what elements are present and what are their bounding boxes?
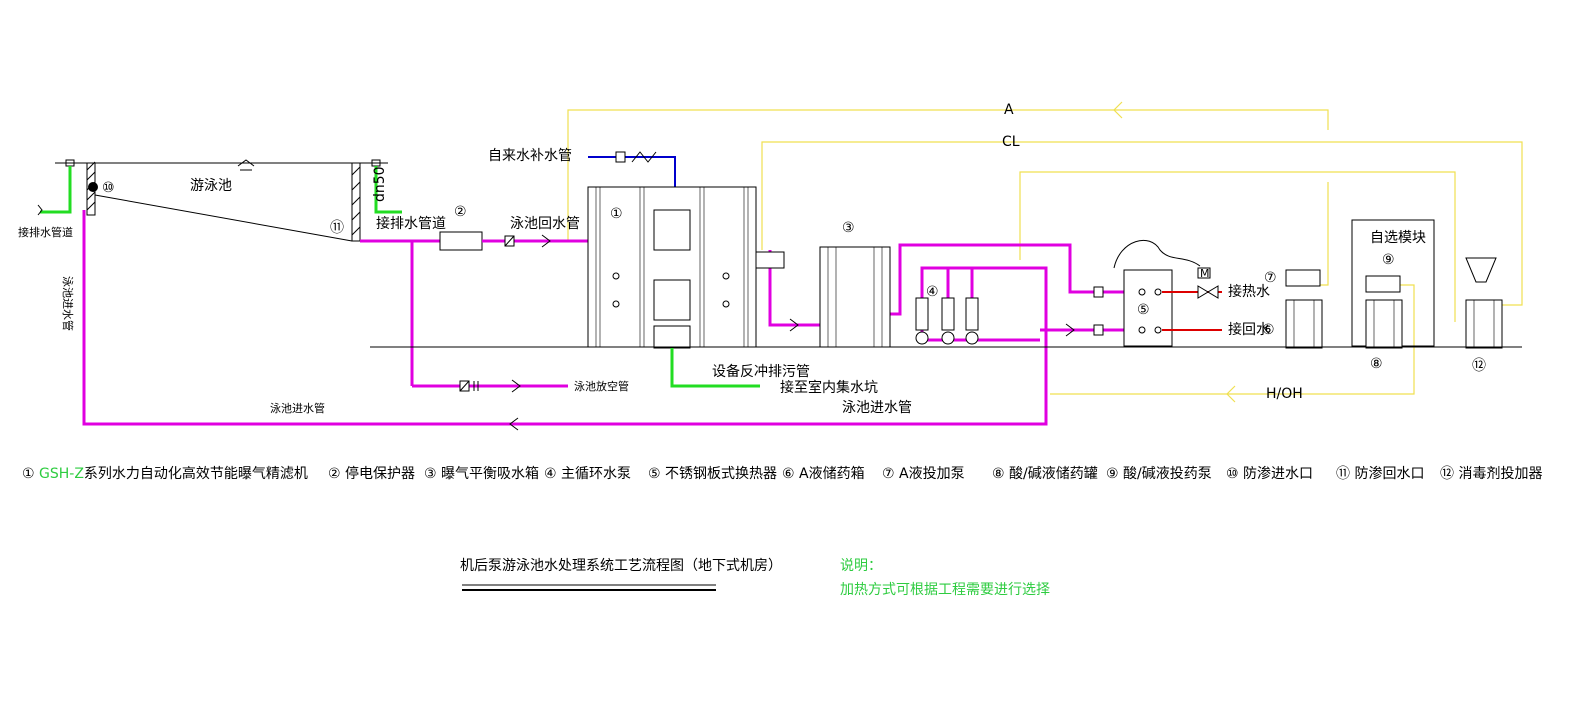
drain-pipe-label: 接排水管道 [376,215,446,232]
pipe-labels: 接排水管道 ② 泳池回水管 泳池放空管 泳池进水管 泳池进水管 泳池进水管 A … [61,102,1303,416]
pool-label: 游泳池 [190,178,232,194]
legend-item-11: ⑪ 防渗回水口 [1336,466,1424,482]
pool-inlet-vertical-label: 泳池进水管 [61,276,75,331]
n2-number: ② [454,204,467,220]
motor-valve-label: M [1200,267,1210,280]
hot-water-label: 接热水 [1228,283,1270,300]
dn50-label: dn50 [372,166,388,202]
legend-item-8: ⑧ 酸/碱液储药罐 [992,466,1098,482]
title-block: 机后泵游泳池水处理系统工艺流程图（地下式机房） [460,558,782,591]
pool-return-label: 泳池回水管 [510,216,580,232]
pumps: ④ [915,284,979,345]
filter-number: ① [610,206,623,222]
optional-module-label: 自选模块 [1370,230,1426,246]
filter-unit: ① [587,186,785,349]
n9-number: ⑨ [1382,252,1395,268]
pool-drains: 接排水管道 dn50 [18,166,402,239]
pool-inlet-right-label: 泳池进水管 [842,400,912,416]
pool-empty-label: 泳池放空管 [574,379,629,393]
legend-item-5: ⑤ 不锈钢板式换热器 [648,465,777,482]
n12-number: ⑫ [1472,358,1486,374]
legend-item-12: ⑫ 消毒剂投加器 [1440,466,1542,482]
note: 说明： 加热方式可根据工程需要进行选择 [840,558,1050,598]
balance-tank: ③ [819,220,891,348]
tank-number: ③ [842,220,855,236]
pump-number: ④ [926,284,939,300]
line-hoh-label: H/OH [1266,386,1303,402]
inlet-number: ⑩ [102,180,115,196]
legend-item-4: ④ 主循环水泵 [544,466,631,482]
backwash-label: 设备反冲排污管 [712,363,810,380]
to-pit-label: 接至室内集水坑 [780,379,878,396]
exchanger-number: ⑤ [1137,302,1150,318]
note-heading: 说明： [840,558,882,574]
backwash-line: 设备反冲排污管 接至室内集水坑 [670,348,878,396]
legend-item-3: ③ 曝气平衡吸水箱 [424,466,539,482]
n6-inline: ⑥ [1262,322,1275,338]
hot-return-label: 接回水 [1228,321,1270,338]
legend-item-2: ② 停电保护器 [328,465,415,482]
legend-item-1: ① GSH-Z系列水力自动化高效节能曝气精滤机 [22,465,308,482]
return-number: ⑪ [330,220,344,236]
chemical-tanks: 自选模块 ⑨ ⑧ ⑫ [1285,219,1503,374]
pool-inlet-bottom-label: 泳池进水管 [270,401,325,415]
tap-water-line: 自来水补水管 [488,148,676,187]
line-cl-label: CL [1002,134,1020,150]
main-circulation-pipes [82,210,1124,431]
legend: ① GSH-Z系列水力自动化高效节能曝气精滤机 ② 停电保护器 ③ 曝气平衡吸水箱 ④… [22,465,1542,482]
line-a-label: A [1004,102,1014,118]
tap-water-label: 自来水补水管 [488,148,572,164]
swimming-pool: 游泳池 ⑩ ⑪ [55,159,388,242]
legend-item-6: ⑥ A液储药箱 [782,466,865,482]
note-text: 加热方式可根据工程需要进行选择 [840,582,1050,598]
legend-item-7: ⑦ A液投加泵 [882,466,965,482]
chemical-lines [567,101,1523,403]
legend-item-10: ⑩ 防渗进水口 [1226,466,1313,482]
heat-exchanger: ⑤ M 接热水 ⑦ 接回水 ⑥ [1113,239,1277,347]
legend-item-9: ⑨ 酸/碱液投药泵 [1106,466,1212,482]
drain-pipe-left-label: 接排水管道 [18,225,73,239]
n8-number: ⑧ [1370,356,1383,372]
n7-inline: ⑦ [1264,270,1277,286]
diagram-title: 机后泵游泳池水处理系统工艺流程图（地下式机房） [460,558,782,574]
